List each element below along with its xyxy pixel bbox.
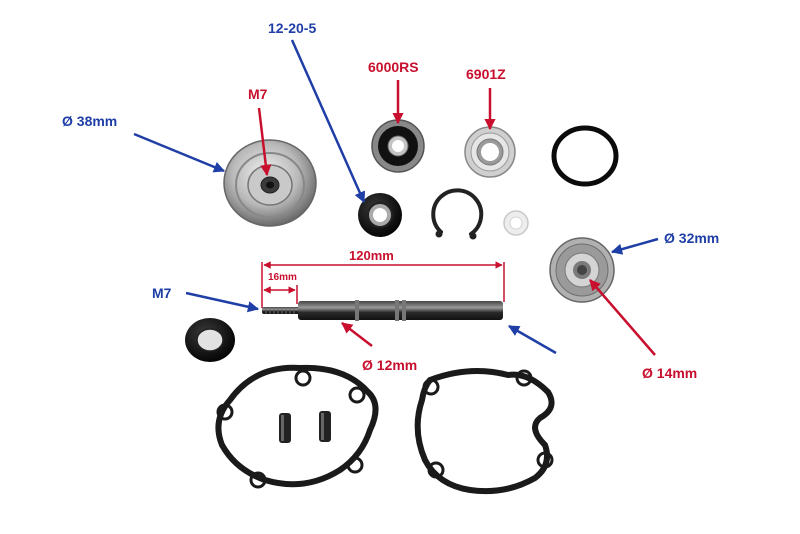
dowel-pins — [279, 411, 331, 443]
oil-seal-size-label: 12-20-5 — [268, 20, 317, 36]
shaft-diameter-arrow — [341, 322, 373, 347]
bearing-small-label: 6000RS — [368, 59, 419, 75]
shaft-length-dimension — [261, 261, 505, 308]
ball-bearing-6000rs — [371, 119, 425, 173]
bearing-large-label: 6901Z — [466, 66, 506, 82]
impeller-pulley — [223, 139, 317, 227]
seal-outer-arrow — [610, 237, 659, 255]
shaft-length-label: 120mm — [349, 248, 394, 263]
o-ring — [551, 125, 619, 187]
pulley-thread-arrow — [257, 107, 272, 177]
pulley-diameter-label: Ø 38mm — [62, 113, 118, 129]
shaft-seal — [185, 318, 235, 362]
mechanical-seal — [549, 237, 615, 303]
pulley-thread-label: M7 — [248, 86, 268, 102]
gasket-left — [215, 364, 379, 489]
thread-length-label: 16mm — [268, 272, 297, 283]
pump-shaft — [262, 300, 503, 321]
seal-inner-diameter-label: Ø 14mm — [642, 365, 698, 381]
shaft-thread-arrow — [185, 291, 260, 313]
shaft-thread-label: M7 — [152, 285, 172, 301]
pulley-diameter-arrow — [133, 132, 226, 173]
washer — [503, 210, 529, 236]
thread-length-dimension — [263, 285, 298, 304]
shaft-diameter-label: Ø 12mm — [362, 357, 418, 373]
seal-outer-diameter-label: Ø 32mm — [664, 230, 720, 246]
oil-seal-arrow — [290, 39, 366, 204]
oil-seal — [358, 193, 402, 237]
gasket-right — [414, 368, 555, 495]
circlip — [431, 188, 484, 240]
seal-inner-arrow — [589, 279, 656, 356]
shaft-end-arrow — [508, 324, 557, 355]
ball-bearing-6901z — [464, 126, 516, 178]
